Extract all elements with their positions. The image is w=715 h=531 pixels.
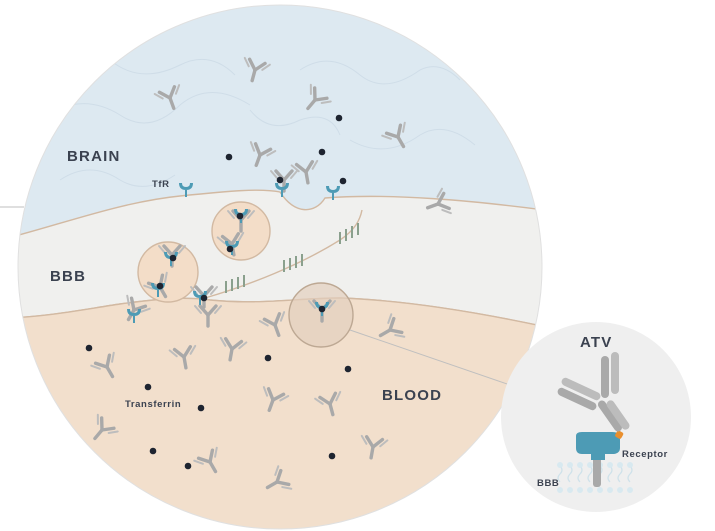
transferrin-label: Transferrin	[125, 399, 181, 410]
transferrin-dots	[85, 114, 352, 470]
zoom-connector-line	[349, 329, 511, 386]
main-circle-outline	[17, 4, 543, 530]
main-circle	[18, 5, 542, 529]
inset-membrane-heads	[557, 462, 633, 493]
atv-antibody	[557, 352, 630, 432]
bbb-label: BBB	[50, 268, 86, 285]
blood-region	[18, 297, 542, 529]
brain-label: BRAIN	[67, 148, 121, 165]
inset-bbb-label: BBB	[537, 478, 559, 489]
tfr-label: TfR	[152, 179, 170, 190]
receptor-accent	[615, 430, 624, 439]
atv-inset	[501, 322, 691, 512]
receptor-shape	[576, 432, 620, 460]
receptor-label: Receptor	[622, 449, 668, 460]
receptor-stem	[593, 455, 601, 487]
atv-label: ATV	[580, 334, 613, 351]
blood-label: BLOOD	[382, 387, 442, 404]
brain-texture	[39, 58, 476, 187]
